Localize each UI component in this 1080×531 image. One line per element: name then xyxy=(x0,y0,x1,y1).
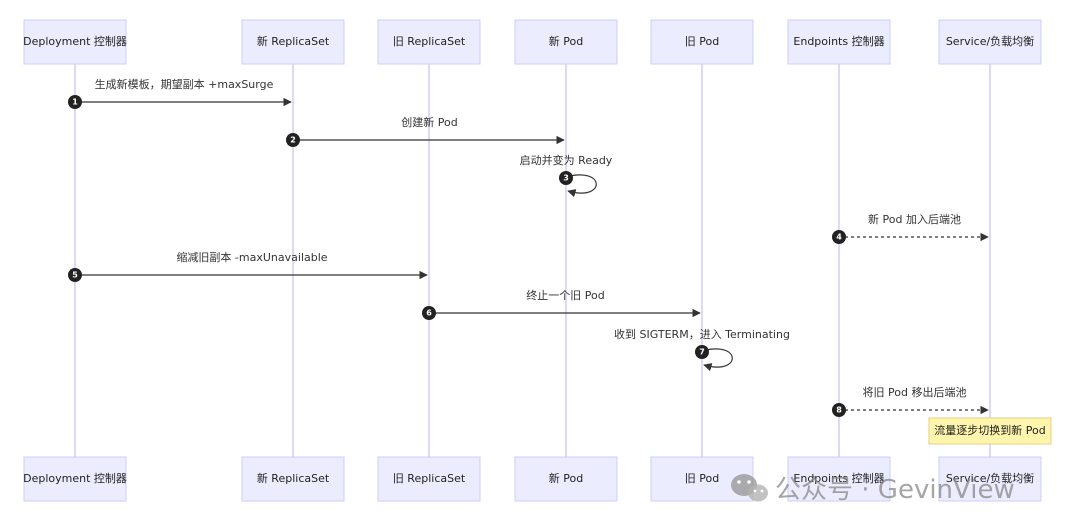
message-label: 收到 SIGTERM，进入 Terminating xyxy=(614,327,790,341)
sequence-number-badge: 7 xyxy=(695,345,709,359)
watermark-text: 公众号 · GevinView xyxy=(775,475,1015,505)
note-text: 流量逐步切换到新 Pod xyxy=(934,423,1045,437)
participant-box xyxy=(787,456,891,502)
participant-label: Deployment 控制器 xyxy=(23,471,127,485)
sequence-number: 6 xyxy=(426,309,432,318)
sequence-number: 2 xyxy=(290,136,296,145)
participant-box xyxy=(241,19,345,65)
participant-newpod-top: 新 Pod xyxy=(514,19,618,65)
participant-box xyxy=(23,456,127,502)
message-label: 新 Pod 加入后端池 xyxy=(868,212,961,226)
message-label: 将旧 Pod 移出后端池 xyxy=(863,385,967,399)
participant-label: 旧 Pod xyxy=(685,35,719,48)
participant-svc-top: Service/负载均衡 xyxy=(938,19,1042,65)
sequence-number-badge: 4 xyxy=(832,230,846,244)
participant-label: 新 ReplicaSet xyxy=(257,34,330,48)
message-label: 生成新模板，期望副本 +maxSurge xyxy=(95,77,274,91)
sequence-number-badge: 3 xyxy=(559,171,573,185)
participant-dep-top: Deployment 控制器 xyxy=(23,19,127,65)
message-label: 创建新 Pod xyxy=(401,115,457,129)
participant-box xyxy=(241,456,345,502)
message-label: 启动并变为 Ready xyxy=(520,153,613,167)
participant-newpod-bottom: 新 Pod xyxy=(514,456,618,502)
wechat-icon xyxy=(731,474,768,502)
message-7: 收到 SIGTERM，进入 Terminating 7 xyxy=(614,327,790,372)
participant-label: 新 Pod xyxy=(549,471,583,485)
participant-box xyxy=(938,19,1042,65)
sequence-number: 4 xyxy=(836,233,842,242)
self-message-arrow xyxy=(701,348,733,372)
participant-ep-bottom: Endpoints 控制器 xyxy=(787,456,891,502)
participant-svc-bottom: Service/负载均衡 xyxy=(938,456,1042,502)
sequence-number-badge: 1 xyxy=(68,95,82,109)
participant-newrs-top: 新 ReplicaSet xyxy=(241,19,345,65)
sequence-number: 7 xyxy=(699,348,705,357)
participant-label: Endpoints 控制器 xyxy=(793,34,884,48)
sequence-number-badge: 6 xyxy=(422,306,436,320)
participant-newrs-bottom: 新 ReplicaSet xyxy=(241,456,345,502)
participant-label: 旧 Pod xyxy=(685,472,719,485)
participant-label: 新 ReplicaSet xyxy=(257,471,330,485)
self-message-arrow xyxy=(565,174,597,198)
sequence-number-badge: 2 xyxy=(286,133,300,147)
participant-label: Deployment 控制器 xyxy=(23,34,127,48)
sequence-number-badge: 8 xyxy=(832,403,846,417)
participant-oldpod-top: 旧 Pod xyxy=(650,19,754,65)
sequence-number: 3 xyxy=(563,174,569,183)
watermark: 公众号 · GevinView xyxy=(731,474,1015,505)
message-6: 终止一个旧 Pod 6 xyxy=(422,288,701,320)
participant-box xyxy=(787,19,891,65)
sequence-number: 1 xyxy=(72,98,78,107)
participant-label: Service/负载均衡 xyxy=(946,471,1034,485)
message-1: 生成新模板，期望副本 +maxSurge 1 xyxy=(68,77,292,109)
participant-ep-top: Endpoints 控制器 xyxy=(787,19,891,65)
sequence-number: 8 xyxy=(836,406,842,415)
message-8: 将旧 Pod 移出后端池 8 xyxy=(832,385,989,417)
participant-box xyxy=(514,19,618,65)
message-3: 启动并变为 Ready 3 xyxy=(520,153,613,198)
participant-label: 旧 ReplicaSet xyxy=(393,472,466,485)
participant-box xyxy=(938,456,1042,502)
participant-oldrs-bottom: 旧 ReplicaSet xyxy=(377,456,481,502)
message-label: 缩减旧副本 -maxUnavailable xyxy=(176,250,327,264)
participant-box xyxy=(377,456,481,502)
message-label: 终止一个旧 Pod xyxy=(526,288,604,302)
participant-box xyxy=(650,19,754,65)
participant-dep-bottom: Deployment 控制器 xyxy=(23,456,127,502)
participant-box xyxy=(23,19,127,65)
sequence-number: 5 xyxy=(72,271,78,280)
participant-oldrs-top: 旧 ReplicaSet xyxy=(377,19,481,65)
participant-label: 旧 ReplicaSet xyxy=(393,35,466,48)
message-4: 新 Pod 加入后端池 4 xyxy=(832,212,989,244)
message-5: 缩减旧副本 -maxUnavailable 5 xyxy=(68,250,428,282)
participant-box xyxy=(377,19,481,65)
participant-label: Service/负载均衡 xyxy=(946,34,1034,48)
note: 流量逐步切换到新 Pod xyxy=(928,417,1052,445)
note-box xyxy=(928,417,1052,445)
participant-box xyxy=(514,456,618,502)
message-2: 创建新 Pod 2 xyxy=(286,115,565,147)
participant-label: Endpoints 控制器 xyxy=(793,471,884,485)
participant-label: 新 Pod xyxy=(549,34,583,48)
sequence-number-badge: 5 xyxy=(68,268,82,282)
